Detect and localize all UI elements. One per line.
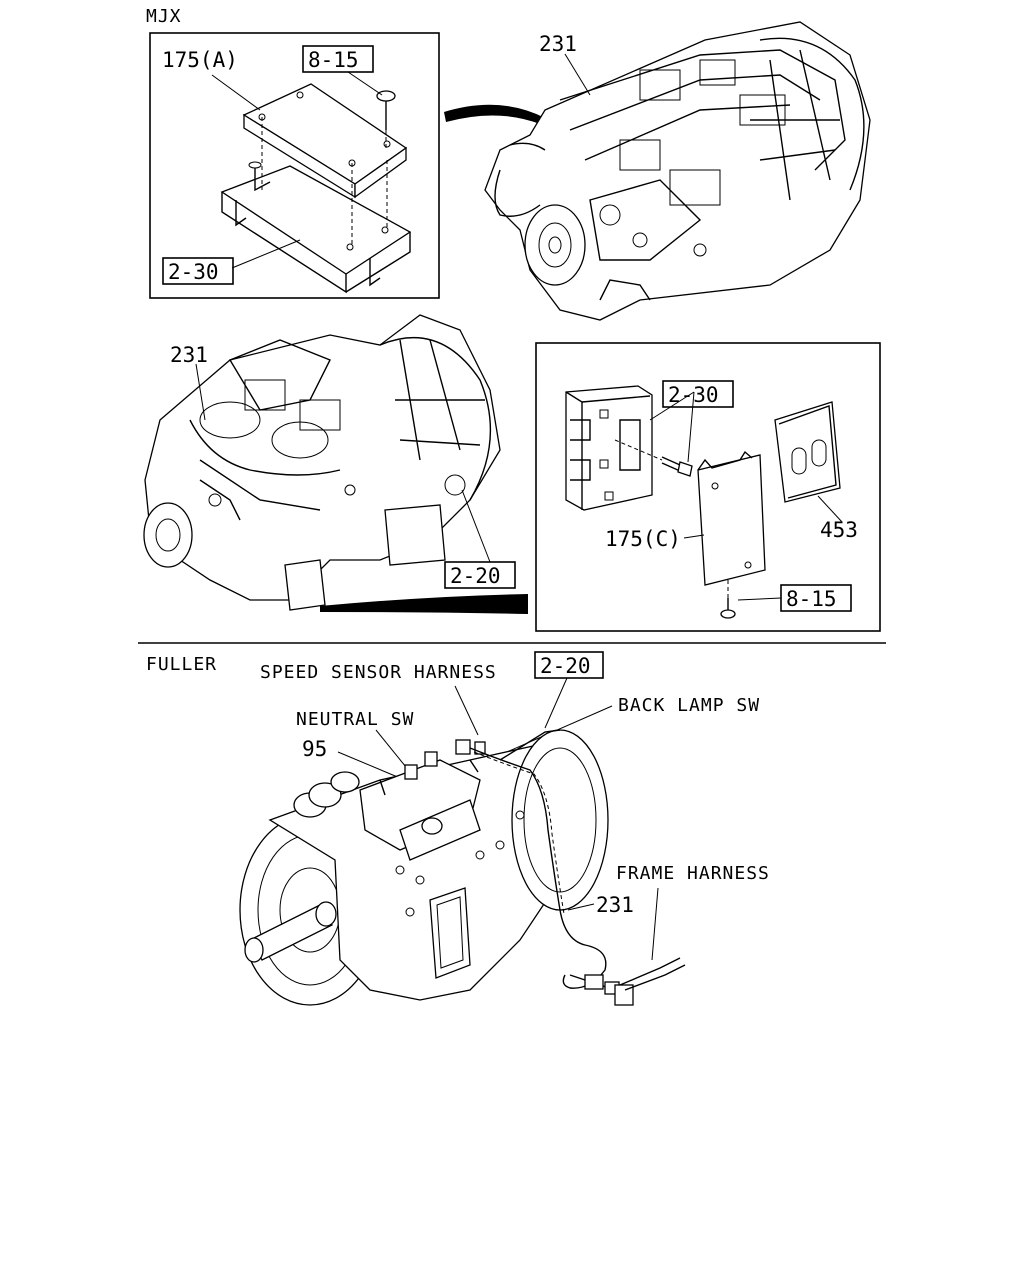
callout-175a: 175(A) — [162, 48, 238, 72]
callout-231-bot: 231 — [596, 893, 634, 917]
callout-230-top: 2-30 — [168, 260, 219, 284]
callout-815-top: 8-15 — [308, 48, 359, 72]
callout-box-815-top — [302, 45, 374, 73]
callout-box-220-bot — [534, 651, 604, 679]
callout-231-top: 231 — [539, 32, 577, 56]
callout-453: 453 — [820, 518, 858, 542]
callout-box-230-mid — [662, 380, 734, 408]
inset-bracket-top — [149, 32, 440, 299]
transmission-fuller — [239, 729, 686, 1006]
callout-220-mid: 2-20 — [450, 564, 501, 588]
callout-neutral-sw: NEUTRAL SW — [296, 709, 414, 730]
callout-back-lamp-sw: BACK LAMP SW — [618, 695, 760, 716]
callout-231-mid: 231 — [170, 343, 208, 367]
callout-speed-sensor-harness: SPEED SENSOR HARNESS — [260, 662, 497, 683]
arrow-sweep-mid — [320, 594, 528, 614]
arrow-sweep-top — [444, 104, 545, 124]
transmission-mjx-middle — [143, 314, 501, 611]
section-title-fuller: FULLER — [146, 654, 217, 675]
callout-815-mid: 8-15 — [786, 587, 837, 611]
inset-bracket-mid — [535, 342, 881, 632]
callout-95: 95 — [302, 737, 327, 761]
callout-230-mid: 2-30 — [668, 383, 719, 407]
section-title-mjx: MJX — [146, 6, 182, 27]
callout-frame-harness: FRAME HARNESS — [616, 863, 770, 884]
callout-175c: 175(C) — [605, 527, 681, 551]
callout-220-bot: 2-20 — [540, 654, 591, 678]
transmission-mjx-top — [484, 21, 871, 321]
callout-box-230-top — [162, 257, 234, 285]
callout-box-815-mid — [780, 584, 852, 612]
callout-box-220-mid — [444, 561, 516, 589]
